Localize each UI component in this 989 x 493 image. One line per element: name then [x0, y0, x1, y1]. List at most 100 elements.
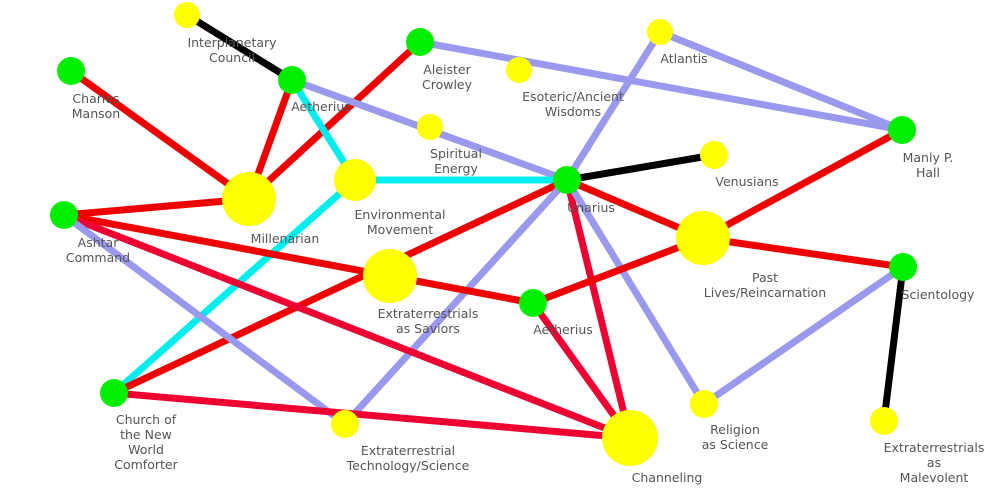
node-channeling[interactable]: Channeling [602, 410, 702, 485]
node-label-line: Ashtar [78, 235, 120, 250]
node-label-line: Command [66, 250, 130, 265]
edge-aleister-crowley-to-manly-p-hall[interactable] [419, 38, 903, 134]
node-label-manly-p-hall: Manly P.Hall [903, 150, 954, 180]
edge-unarius-to-venusians[interactable] [566, 151, 715, 184]
node-circle-extraterrestrials-as-saviors[interactable] [363, 249, 417, 303]
node-label-line: Aleister [423, 62, 471, 77]
node-label-line: Extraterrestrials [884, 440, 985, 455]
node-label-line: Scientology [902, 287, 975, 302]
node-circle-aleister-crowley[interactable] [406, 28, 434, 56]
edge-scientology-to-extraterrestrials-as-malevolent[interactable] [880, 266, 907, 422]
edge-church-of-new-world-comforter-to-channeling[interactable] [113, 389, 631, 442]
node-circle-charles-manson[interactable] [57, 57, 85, 85]
edge-ashtar-command-to-extraterrestrial-technology-science[interactable] [61, 212, 348, 427]
node-circle-unarius[interactable] [553, 166, 581, 194]
node-label-aetherius-mid: Aetherius [533, 322, 593, 337]
edge-interplanetary-council-to-aetherius-top[interactable] [185, 12, 294, 83]
node-label-line: Extraterrestrial [361, 443, 455, 458]
edge-charles-manson-to-millenarian[interactable] [68, 68, 252, 202]
node-circle-millenarian[interactable] [222, 172, 276, 226]
node-label-scientology: Scientology [902, 287, 975, 302]
node-circle-venusians[interactable] [700, 141, 728, 169]
node-venusians[interactable]: Venusians [700, 141, 779, 189]
node-circle-scientology[interactable] [889, 253, 917, 281]
node-label-venusians: Venusians [715, 174, 778, 189]
node-circle-ashtar-command[interactable] [50, 201, 78, 229]
node-circle-environmental-movement[interactable] [334, 159, 376, 201]
node-circle-religion-as-science[interactable] [690, 390, 718, 418]
node-label-atlantis: Atlantis [660, 51, 707, 66]
node-circle-manly-p-hall[interactable] [888, 116, 916, 144]
node-aetherius-top[interactable]: Aetherius [278, 66, 351, 114]
node-label-line: Crowley [422, 77, 473, 92]
node-label-line: Manson [72, 106, 120, 121]
node-label-line: Comforter [114, 457, 178, 472]
node-label-millenarian: Millenarian [251, 231, 320, 246]
node-atlantis[interactable]: Atlantis [647, 19, 708, 66]
edge-past-lives-reincarnation-to-scientology[interactable] [702, 234, 904, 271]
node-label-line: Energy [434, 161, 478, 176]
node-label-line: Interplanetary [187, 35, 277, 50]
node-label-line: Religion [710, 422, 760, 437]
edge-unarius-to-extraterrestrial-technology-science[interactable] [342, 177, 570, 427]
edge-past-lives-reincarnation-to-aetherius-mid[interactable] [531, 234, 705, 307]
edge-scientology-to-religion-as-science[interactable] [702, 264, 905, 407]
edge-ashtar-command-to-channeling[interactable] [62, 211, 632, 442]
edge-atlantis-to-manly-p-hall[interactable] [658, 28, 904, 134]
edge-unarius-to-church-of-new-world-comforter[interactable] [112, 176, 569, 397]
edge-atlantis-to-unarius[interactable] [564, 30, 663, 182]
node-scientology[interactable]: Scientology [889, 253, 975, 302]
node-circle-esoteric-ancient-wisdoms[interactable] [506, 57, 532, 83]
edge-unarius-to-channeling[interactable] [563, 179, 634, 439]
node-manly-p-hall[interactable]: Manly P.Hall [888, 116, 953, 180]
node-label-unarius: Unarius [567, 200, 615, 215]
node-circle-past-lives-reincarnation[interactable] [676, 211, 730, 265]
node-label-line: Extraterrestrials [378, 306, 479, 321]
node-circle-interplanetary-council[interactable] [174, 2, 200, 28]
node-label-line: Esoteric/Ancient [522, 89, 624, 104]
node-label-line: Environmental [355, 207, 446, 222]
edge-ashtar-command-to-aetherius-mid[interactable] [63, 211, 534, 307]
edge-environmental-movement-to-church-of-new-world-comforter[interactable] [111, 177, 358, 396]
node-label-line: World [128, 442, 164, 457]
edge-manly-p-hall-to-past-lives-reincarnation[interactable] [701, 126, 904, 242]
node-circle-aetherius-mid[interactable] [519, 289, 547, 317]
node-label-line: Charles [72, 91, 119, 106]
node-circle-channeling[interactable] [602, 410, 658, 466]
node-circle-spiritual-energy[interactable] [417, 114, 443, 140]
node-circle-aetherius-top[interactable] [278, 66, 306, 94]
node-circle-extraterrestrial-technology-science[interactable] [331, 410, 359, 438]
node-label-line: Spiritual [430, 146, 482, 161]
node-unarius[interactable]: Unarius [553, 166, 615, 215]
edge-ashtar-command-to-millenarian[interactable] [63, 195, 250, 219]
node-aetherius-mid[interactable]: Aetherius [519, 289, 593, 337]
node-circle-atlantis[interactable] [647, 19, 673, 45]
node-millenarian[interactable]: Millenarian [222, 172, 319, 246]
node-circle-church-of-new-world-comforter[interactable] [100, 379, 128, 407]
node-circle-extraterrestrials-as-malevolent[interactable] [870, 407, 898, 435]
node-label-aetherius-top: Aetherius [291, 99, 351, 114]
edge-aleister-crowley-to-millenarian[interactable] [246, 39, 423, 202]
edge-unarius-to-religion-as-science[interactable] [564, 178, 707, 406]
